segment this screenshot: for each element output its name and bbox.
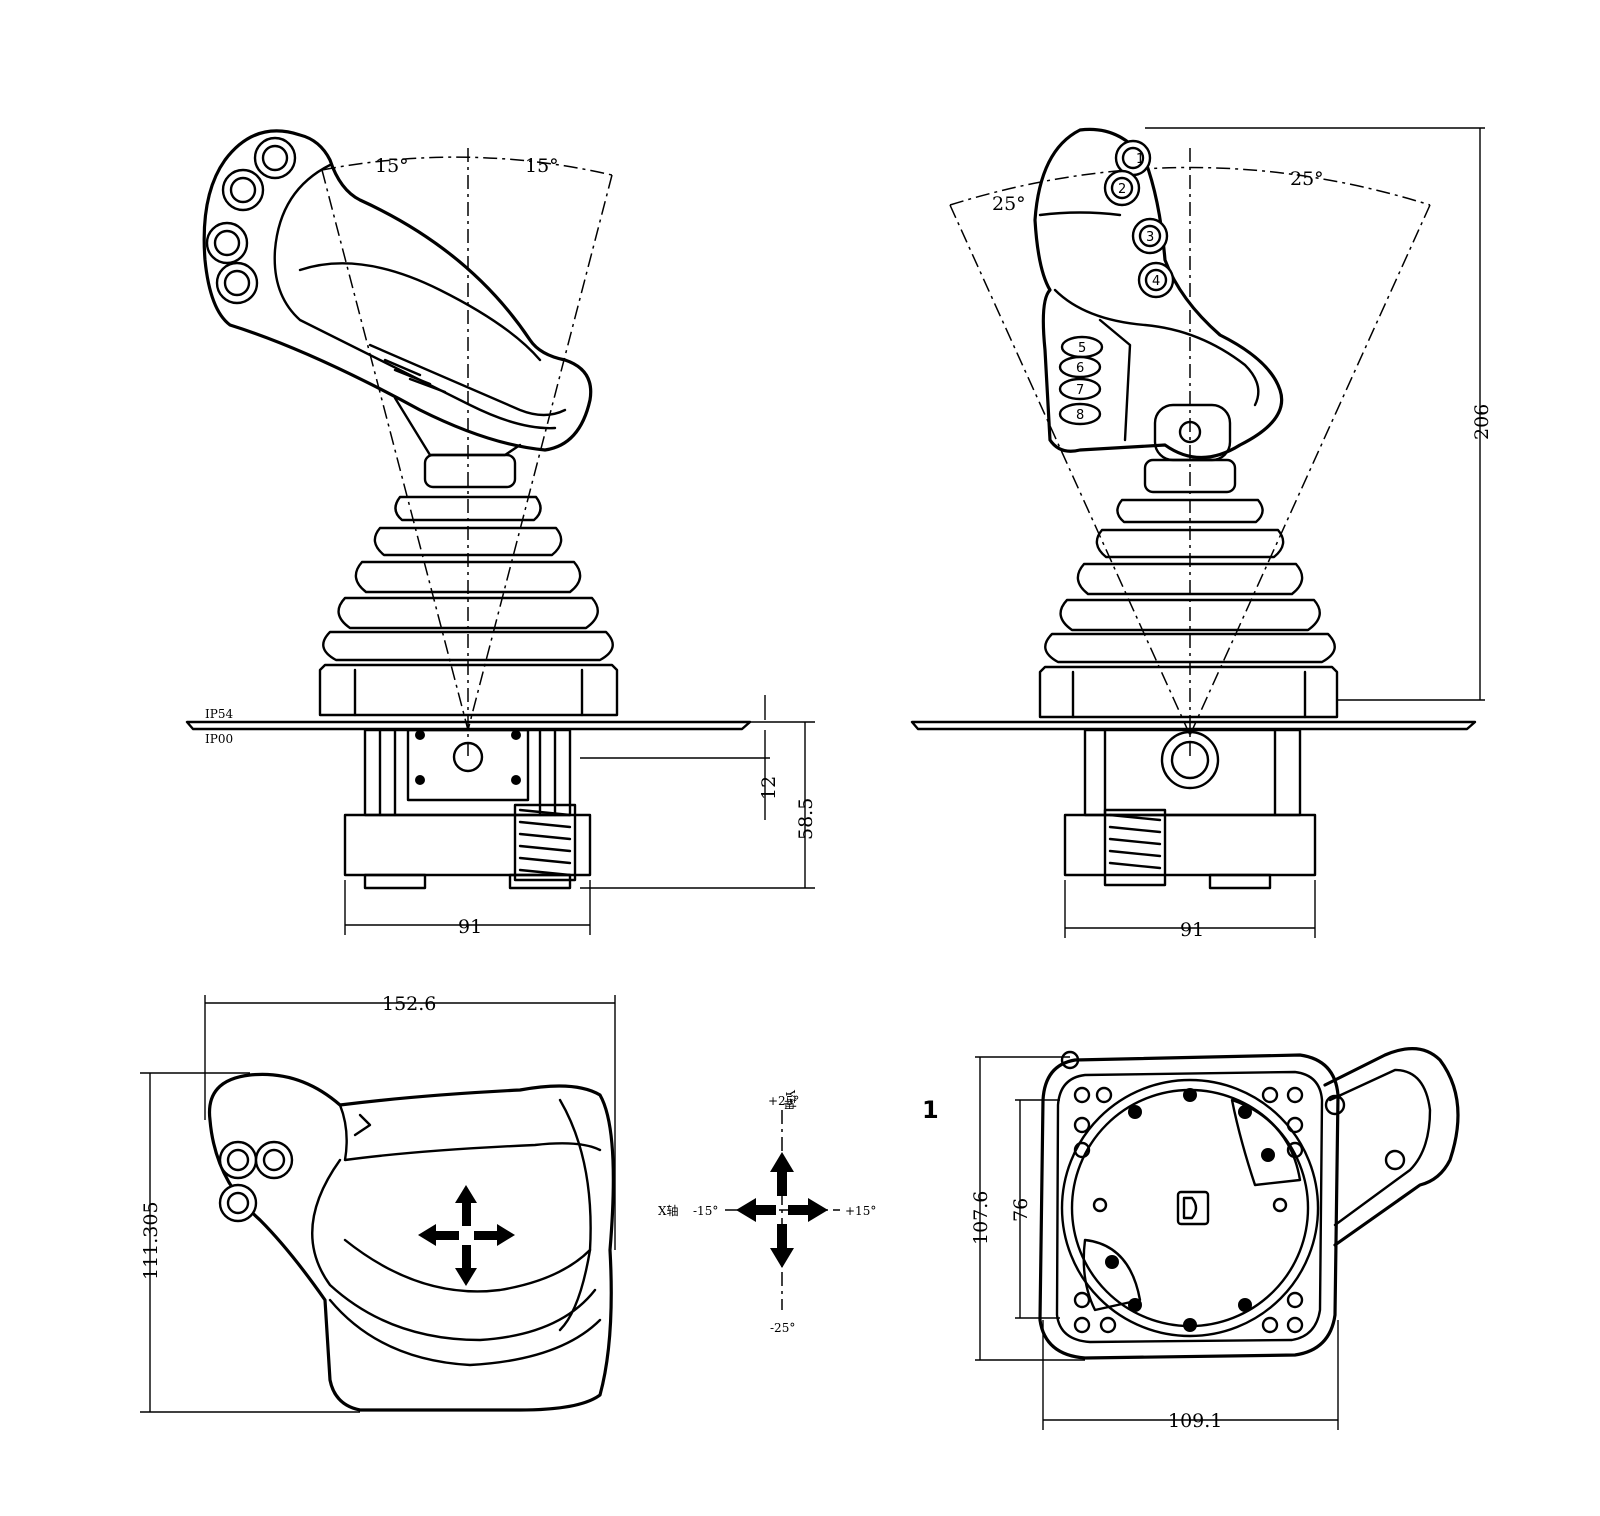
front-ip00-label: IP00 xyxy=(205,732,233,746)
front-angle-right-label: 15° xyxy=(525,155,559,177)
side-neck-collar xyxy=(1143,458,1237,494)
side-dimensions: 206 91 xyxy=(1064,127,1493,941)
bottom-dim-107-6: 107.6 xyxy=(970,1191,992,1245)
side-pivot-block xyxy=(1153,403,1232,462)
bottom-view-number: 1 xyxy=(922,1096,939,1124)
axis-x-label: X轴 xyxy=(658,1203,679,1218)
axis-y-negative-label: -25° xyxy=(770,1321,795,1335)
bottom-mount-holes xyxy=(1073,1086,1304,1334)
front-dimensions: 12 58.5 91 xyxy=(344,695,817,938)
side-angle-left-label: 25° xyxy=(992,193,1026,215)
axis-x-negative-label: -15° xyxy=(693,1204,718,1218)
bottom-dim-109-1: 109.1 xyxy=(1168,1410,1222,1432)
top-dimensions: 152.6 111.305 xyxy=(140,993,616,1413)
axis-legend: Y轴 +25° -25° X轴 -15° +15° xyxy=(658,1089,876,1335)
front-swing-arc xyxy=(321,156,613,176)
axis-y-label: Y轴 xyxy=(783,1089,798,1110)
front-mount-plate xyxy=(185,720,752,731)
side-button-7-label: 7 xyxy=(1076,383,1084,398)
front-handle-buttons xyxy=(205,136,297,305)
top-outline xyxy=(207,1072,615,1412)
front-mechanism xyxy=(343,728,592,890)
side-mount-plate xyxy=(910,720,1477,731)
front-view: 15° 15° IP54 IP0 xyxy=(185,129,817,938)
side-button-8-label: 8 xyxy=(1076,408,1084,423)
side-angle-right-label: 25° xyxy=(1290,168,1324,190)
top-view: 152.6 111.305 xyxy=(140,993,616,1413)
front-neck-collar xyxy=(423,453,517,489)
side-button-3-label: 3 xyxy=(1146,230,1154,245)
side-view: 25° 25° 1 2 3 4 5 6 7 8 xyxy=(910,127,1493,941)
top-direction-arrows xyxy=(418,1185,515,1286)
side-button-5-label: 5 xyxy=(1078,341,1086,356)
front-handle xyxy=(202,129,593,452)
front-bellows xyxy=(322,495,614,662)
side-base-housing xyxy=(1038,665,1339,719)
front-dim-12: 12 xyxy=(758,776,780,800)
bottom-handle-arm xyxy=(1323,1047,1460,1247)
axis-x-positive-label: +15° xyxy=(845,1204,876,1218)
front-dim-91: 91 xyxy=(458,916,482,938)
bottom-square-housing xyxy=(1038,1053,1340,1360)
side-dim-91: 91 xyxy=(1180,919,1204,941)
bottom-dimensions: 107.6 76 109.1 xyxy=(970,1056,1339,1432)
side-button-4-label: 4 xyxy=(1152,274,1160,289)
side-button-1-label: 1 xyxy=(1136,152,1144,167)
bottom-view: 1 xyxy=(922,1047,1460,1432)
front-angle-left-label: 15° xyxy=(375,155,409,177)
top-buttons xyxy=(218,1140,294,1223)
axis-y-positive-label: +25° xyxy=(768,1094,799,1108)
top-dim-152-6: 152.6 xyxy=(382,993,436,1015)
bottom-inner-ring xyxy=(1060,1078,1320,1338)
side-button-2-label: 2 xyxy=(1118,182,1126,197)
bottom-dim-76: 76 xyxy=(1010,1198,1032,1222)
side-bellows xyxy=(1044,498,1336,664)
top-dim-111-305: 111.305 xyxy=(140,1201,162,1280)
side-buttons: 1 2 3 4 5 6 7 8 xyxy=(1058,139,1175,426)
side-mechanism xyxy=(1063,728,1317,890)
side-button-6-label: 6 xyxy=(1076,361,1084,376)
front-ip54-label: IP54 xyxy=(205,707,233,721)
bottom-center-logo xyxy=(1176,1190,1210,1226)
side-dim-206: 206 xyxy=(1471,404,1493,440)
front-dim-58-5: 58.5 xyxy=(795,798,817,840)
front-base-housing xyxy=(318,663,619,717)
